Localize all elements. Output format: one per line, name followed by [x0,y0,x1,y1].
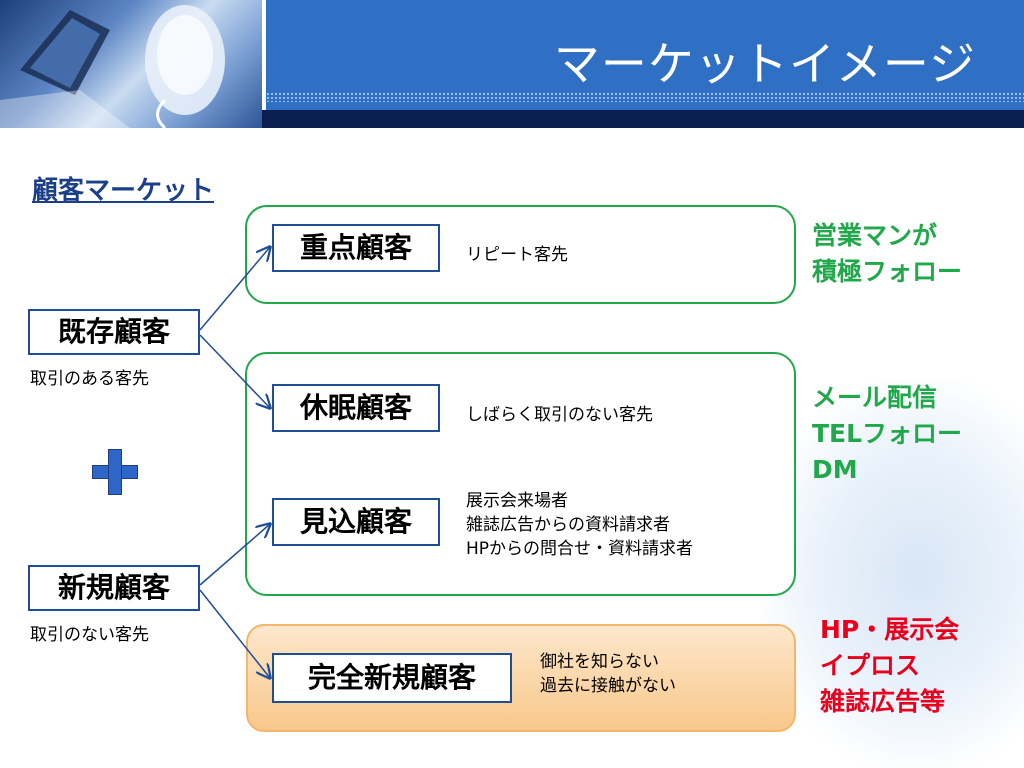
new-customer-subtitle: 取引のない客先 [30,625,149,645]
key-customer-box: 重点顧客 [272,224,440,272]
new-customer-box: 新規顧客 [28,565,200,611]
action-brand-new: HP・展示会 イプロス 雑誌広告等 [820,615,960,716]
action-key: 営業マンが 積極フォロー [812,221,963,286]
dormant-customer-desc: しばらく取引のない客先 [466,405,653,425]
arrow-existing-to-key [199,247,270,331]
arrow-existing-to-dormant [199,334,270,408]
brand-new-customer-desc: 御社を知らない 過去に接触がない [540,652,676,696]
arrow-new-to-brand-new [199,589,270,678]
action-dormant-prospect: メール配信 TELフォロー DM [812,383,963,484]
key-customer-desc: リピート客先 [466,245,568,265]
dormant-customer-box: 休眠顧客 [272,384,440,432]
existing-customer-subtitle: 取引のある客先 [30,369,149,389]
background-photo [760,380,1024,768]
prospect-customer-box: 見込顧客 [272,498,440,546]
section-title: 顧客マーケット [32,176,215,206]
header-dot-pattern [266,92,1024,102]
arrow-new-to-prospect [199,524,270,586]
header-divider [262,0,266,128]
slide-title: マーケットイメージ [553,37,976,91]
prospect-customer-desc: 展示会来場者 雑誌広告からの資料請求者 HPからの問合せ・資料請求者 [466,491,694,559]
slide-header: マーケットイメージ [0,0,1024,128]
brand-new-customer-box: 完全新規顧客 [272,653,512,703]
header-photo-image [0,0,262,128]
header-bottom-bar [262,110,1024,128]
existing-customer-box: 既存顧客 [28,309,200,355]
group-box-brand-new [246,624,796,732]
plus-icon [92,449,138,495]
